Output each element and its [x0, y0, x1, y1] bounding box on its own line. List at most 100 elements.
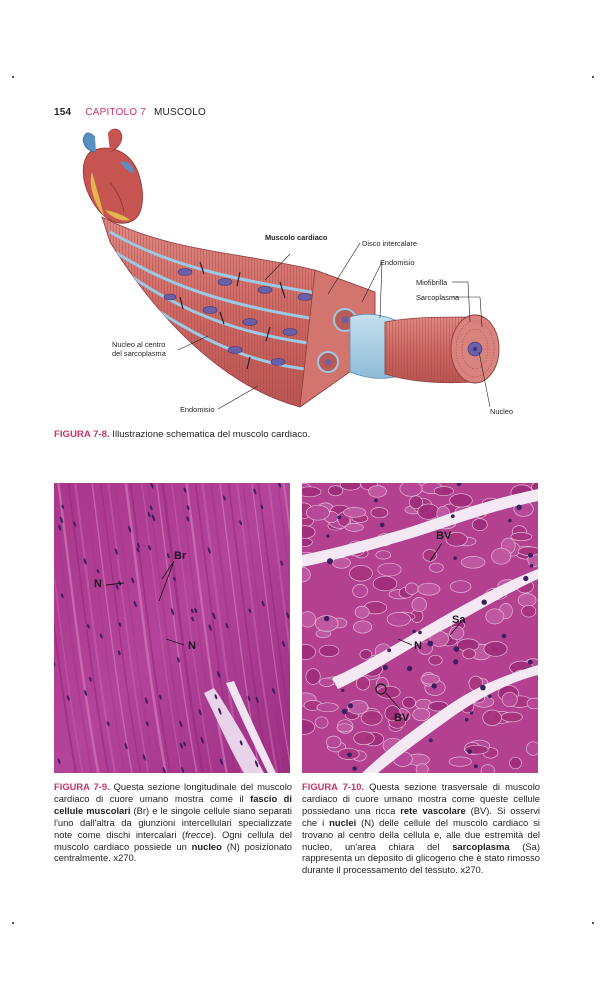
cell [314, 716, 329, 729]
label-endomisio-bottom: Endomisio [180, 405, 215, 414]
nucleus [247, 695, 251, 702]
nucleus [253, 488, 257, 495]
fiber [91, 483, 133, 773]
caption-run: Questa sezione trasversale di muscolo ca… [302, 781, 540, 816]
nucleus [488, 694, 492, 698]
nucleus [327, 558, 333, 565]
nucleus [144, 697, 148, 705]
cell [485, 608, 505, 625]
cell [370, 507, 389, 519]
nucleus [412, 629, 416, 634]
nucleus [271, 687, 276, 694]
nucleus [453, 646, 460, 652]
bold-term: rete vascolare [400, 804, 466, 816]
longitudinal-micrograph: Br N N [54, 483, 290, 773]
cell [354, 605, 370, 619]
nucleus [136, 542, 140, 549]
nucleus [207, 547, 211, 554]
cell [417, 582, 441, 596]
caption-text: Illustrazione schematica del muscolo car… [112, 429, 311, 440]
cell [420, 673, 440, 685]
label-br: Br [174, 550, 187, 562]
cell [355, 676, 371, 691]
caption-run: ). Ogni cellula del muscolo cardiaco pos… [54, 828, 292, 852]
nucleus [186, 516, 190, 522]
cell [526, 741, 538, 756]
label-n-1: N [94, 578, 102, 590]
nucleus [450, 514, 455, 519]
caption-body: Questa sezione longitudinale del muscolo… [54, 781, 292, 863]
bv-marker [375, 683, 387, 695]
nucleus [473, 764, 478, 769]
cell [318, 644, 340, 657]
cell [517, 546, 538, 556]
cell [412, 707, 431, 722]
nucleus [456, 483, 462, 487]
nucleus [117, 650, 121, 656]
nucleus [374, 498, 378, 503]
nucleus [149, 505, 153, 511]
cell [336, 723, 353, 733]
nucleus [136, 547, 140, 553]
label-sa: Sa [452, 614, 466, 626]
nucleus [470, 711, 474, 715]
fiber [227, 483, 270, 773]
fiber [84, 483, 126, 773]
cell [429, 562, 444, 573]
nucleus [124, 743, 128, 750]
caption-run: (BV). Si osservi che i [302, 804, 540, 828]
cell [480, 764, 495, 773]
nucleus [183, 487, 187, 493]
label-disco-intercalare: Disco intercalare [362, 239, 417, 248]
nucleus [183, 741, 186, 747]
cell [302, 566, 311, 583]
fiber [155, 483, 198, 773]
cell [384, 705, 401, 722]
nucleus [418, 630, 422, 635]
nucleus [379, 522, 385, 528]
nucleus [99, 633, 103, 639]
fiber [54, 493, 93, 773]
cell [306, 504, 330, 521]
nucleus [431, 683, 437, 689]
label-sarcoplasma: Sarcoplasma [416, 293, 460, 302]
nucleus [194, 607, 198, 614]
nucleus [118, 622, 122, 627]
figure-7-8-caption: FIGURA 7-8. Illustrazione schematica del… [54, 429, 554, 441]
nucleus [248, 608, 252, 613]
nucleus [347, 752, 352, 758]
cell [521, 604, 537, 618]
cell [327, 485, 344, 497]
nucleus [387, 648, 392, 653]
cell [500, 711, 523, 723]
fiber [185, 483, 228, 773]
nucleus [84, 689, 88, 696]
nucleus [382, 665, 388, 671]
caption-body: Questa sezione trasversale di muscolo ca… [302, 781, 540, 875]
cell [404, 582, 419, 595]
cell [314, 615, 339, 632]
nucleus [260, 504, 264, 510]
cell-cross-section [450, 314, 500, 384]
fiber [161, 483, 204, 773]
nucleus [529, 564, 534, 568]
figure-label: FIGURA 7-9. [54, 781, 110, 792]
nucleus [186, 505, 190, 511]
nucleus [150, 483, 154, 489]
cell [343, 507, 367, 518]
fiber [124, 483, 168, 773]
label-muscolo-cardiaco: Muscolo cardiaco [265, 233, 328, 242]
fiber [54, 568, 84, 773]
cell [491, 547, 512, 565]
fiber [209, 483, 253, 773]
nucleus [239, 740, 243, 746]
fiber [67, 483, 110, 773]
fiber [107, 483, 150, 773]
nucleus [190, 608, 194, 614]
cell [448, 756, 472, 767]
nucleus [200, 736, 204, 744]
nucleus [212, 612, 216, 620]
nucleus [173, 576, 176, 582]
nucleus [528, 659, 533, 665]
